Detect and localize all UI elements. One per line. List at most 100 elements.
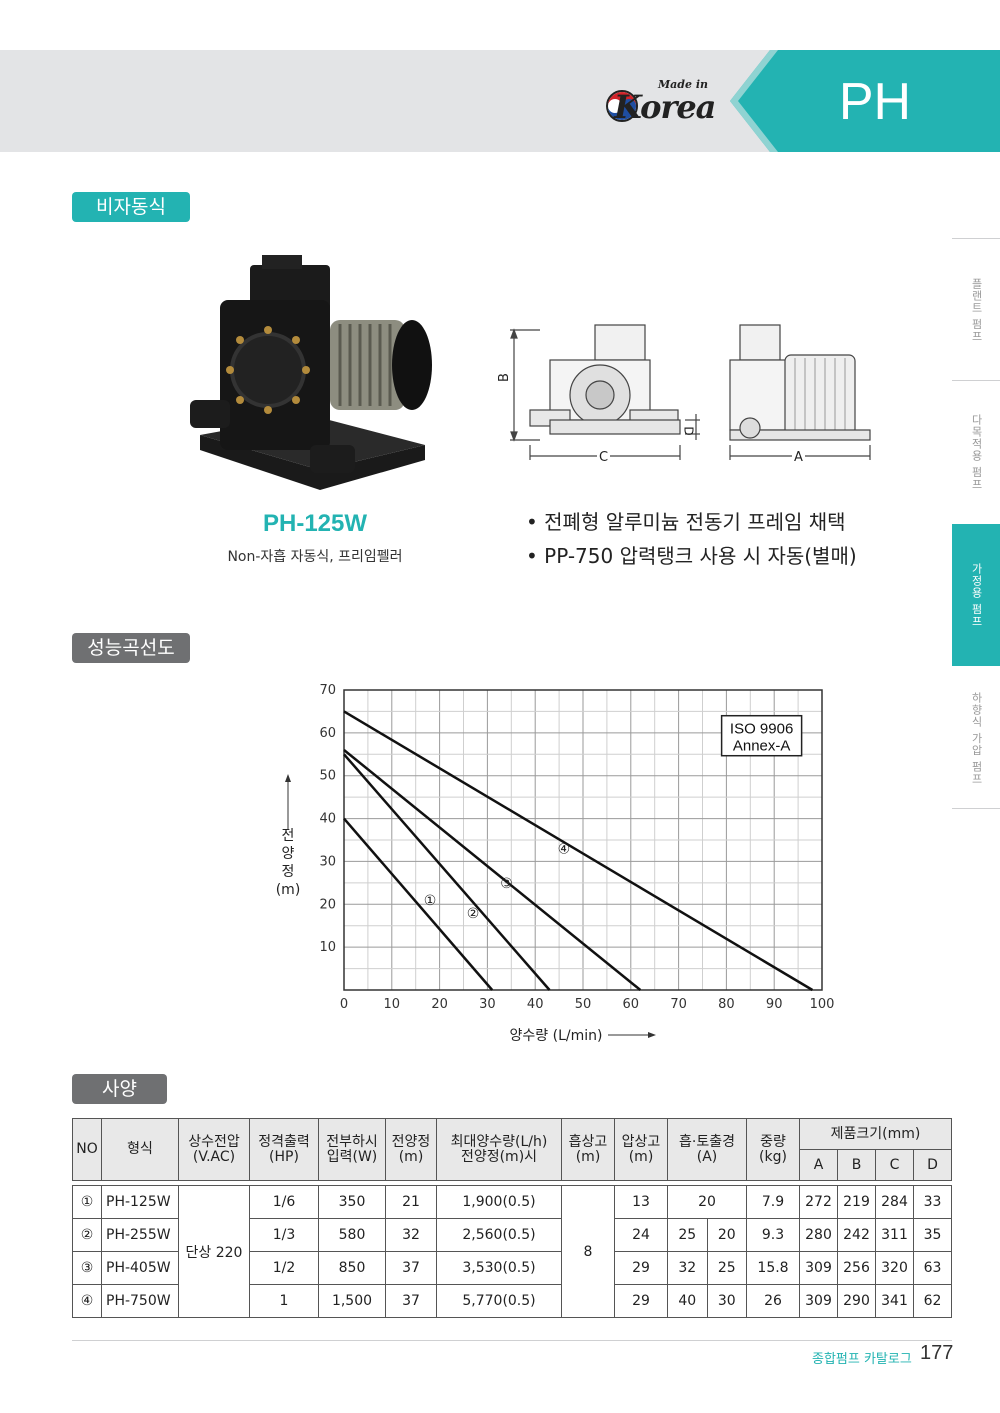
feature-item: • 전폐형 알루미늄 전동기 프레임 채택 [526,510,846,534]
side-nav-plant[interactable]: 플랜트 펌프 [970,277,983,343]
cell-model: PH-125W [101,1185,179,1219]
y-tick-label: 70 [319,683,336,698]
x-tick-label: 20 [431,997,448,1012]
annotation-text: ISO 9906 [730,721,793,738]
curve-label: 성능곡선도 [72,633,190,663]
y-axis-arrow-head [285,774,291,782]
cell-dim-c: 284 [875,1185,914,1219]
cell-weight: 7.9 [746,1185,800,1219]
dimension-drawing [510,324,871,460]
x-tick-label: 90 [766,997,783,1012]
cell-dim-c: 320 [875,1251,914,1285]
footer-divider [72,1340,952,1341]
cell-pressure: 29 [614,1284,668,1318]
cell-dim-b: 242 [837,1218,876,1252]
series-line [343,753,551,991]
y-tick-label: 20 [319,897,336,912]
col-suction: 흡상고 (m) [561,1118,615,1181]
series-label: ② [467,906,480,922]
y-axis-label: 전 [282,828,295,844]
col-dim-d: D [913,1149,952,1181]
page-number: 177 [920,1342,954,1364]
side-divider [952,380,1000,381]
cell-bore-in: 40 [667,1284,708,1318]
side-divider [952,238,1000,239]
cell-max-flow: 1,900(0.5) [436,1185,562,1219]
product-model: PH-125W [262,510,368,537]
col-dims: 제품크기(mm) [799,1118,952,1150]
col-max-flow: 최대양수량(L/h) 전양정(m)시 [436,1118,562,1181]
x-tick-label: 40 [527,997,544,1012]
cell-output: 1/3 [249,1218,319,1252]
table-row: ③ PH-405W 1/2 850 37 3,530(0.5) 29 32 25… [72,1251,952,1285]
x-tick-label: 80 [718,997,735,1012]
cell-bore: 20 [667,1185,747,1219]
cell-pressure: 24 [614,1218,668,1252]
logo-made-in-text: Made in [658,78,708,91]
side-divider [952,808,1000,809]
x-axis-label: 양수량 (L/min) [510,1028,603,1044]
x-tick-label: 30 [479,997,496,1012]
col-output: 정격출력 (HP) [249,1118,319,1181]
type-label: 비자동식 [72,192,190,222]
y-tick-label: 10 [319,940,336,955]
x-tick-label: 70 [670,997,687,1012]
side-nav-active-bg [952,524,1000,666]
dim-d-label: D [681,426,696,436]
y-tick-label: 40 [319,812,336,827]
cell-output: 1 [249,1284,319,1318]
col-bore: 흡·토출경 (A) [667,1118,747,1181]
plot-frame [343,689,823,991]
x-axis-arrow-head [648,1032,656,1038]
cell-dim-a: 280 [799,1218,838,1252]
cell-dim-c: 341 [875,1284,914,1318]
cell-dim-b: 256 [837,1251,876,1285]
x-tick-label: 0 [340,997,348,1012]
side-nav-household[interactable]: 가정용 펌프 [970,562,983,628]
dim-c-label: C [597,450,611,465]
series-label: ④ [558,842,571,858]
series-tab-shape [730,50,1000,152]
annotation-box [720,714,803,757]
cell-head: 37 [385,1251,437,1285]
cell-pressure: 13 [614,1185,668,1219]
col-pressure: 압상고 (m) [614,1118,668,1181]
feature-item: • PP-750 압력탱크 사용 시 자동(별매) [526,544,857,568]
cell-bore-in: 25 [667,1218,708,1252]
dim-a-label: A [792,450,805,465]
cell-output: 1/6 [249,1185,319,1219]
product-subtitle: Non-자흡 자동식, 프리임펠러 [227,549,403,565]
cell-input: 1,500 [318,1284,386,1318]
y-axis-label: (m) [276,882,301,898]
y-axis-label: 양 [282,846,295,862]
side-nav-multipurpose[interactable]: 다목적용 펌프 [970,413,983,491]
x-tick-label: 60 [623,997,640,1012]
y-tick-label: 50 [319,769,336,784]
spec-label: 사양 [72,1074,167,1104]
cell-weight: 9.3 [746,1218,800,1252]
cell-suction: 8 [561,1185,615,1318]
col-no: NO [72,1118,102,1181]
x-tick-label: 50 [575,997,592,1012]
col-input: 전부하시 입력(W) [318,1118,386,1181]
cell-dim-d: 35 [913,1218,952,1252]
made-in-korea-logo: Made in Korea [600,72,720,132]
series-line [343,817,494,991]
y-tick-label: 30 [319,854,336,869]
cell-dim-a: 272 [799,1185,838,1219]
cell-head: 21 [385,1185,437,1219]
side-nav-booster[interactable]: 하향식 가압 펌프 [970,691,983,785]
cell-dim-a: 309 [799,1284,838,1318]
series-label: ① [424,893,437,909]
x-tick-label: 100 [810,997,835,1012]
cell-dim-c: 311 [875,1218,914,1252]
col-dim-a: A [799,1149,838,1181]
cell-output: 1/2 [249,1251,319,1285]
cell-model: PH-405W [101,1251,179,1285]
cell-max-flow: 2,560(0.5) [436,1218,562,1252]
cell-dim-b: 290 [837,1284,876,1318]
col-model: 형식 [101,1118,179,1181]
col-head: 전양정 (m) [385,1118,437,1181]
